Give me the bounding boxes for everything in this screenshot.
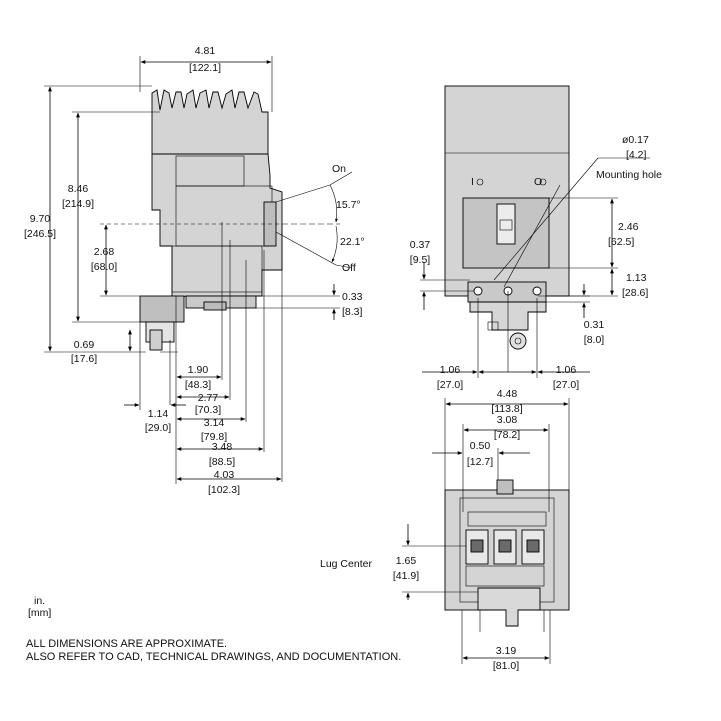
hole-vertical-mm: [8.0] (584, 334, 605, 346)
mounting-hole-right (532, 286, 542, 296)
base-step-mm: [8.3] (342, 306, 363, 318)
depth-4-mm: [88.5] (209, 456, 235, 468)
handle-to-hole-mm: [62.5] (608, 236, 634, 248)
depth-3-in: 3.14 (204, 417, 225, 429)
handle-off-line (275, 231, 337, 266)
base-width-mm: [81.0] (493, 660, 519, 672)
units-mm: [mm] (28, 607, 51, 619)
handle-to-hole-in: 2.46 (618, 221, 639, 233)
left-pitch-mm: [27.0] (437, 379, 463, 391)
overall-width-mm: [122.1] (189, 62, 221, 74)
lug-span-mm: [78.2] (494, 429, 520, 441)
top-offset-mm: [9.5] (410, 254, 431, 266)
upper-height-mm: [214.9] (62, 198, 94, 210)
note-approximate: ALL DIMENSIONS ARE APPROXIMATE. (26, 638, 228, 650)
hole-diameter-in: ø0.17 (622, 134, 649, 146)
front-view: I O ø0 (410, 85, 662, 391)
upper-height-in: 8.46 (68, 183, 89, 195)
depth-left-in: 1.14 (148, 408, 169, 420)
lug-center-mm: [41.9] (393, 570, 419, 582)
depth-2-in: 2.77 (198, 392, 219, 404)
right-pitch-mm: [27.0] (553, 379, 579, 391)
on-angle: 15.7° (336, 199, 361, 211)
side-view-fins (151, 89, 269, 155)
off-label: Off (342, 262, 356, 274)
base-width-in: 3.19 (496, 645, 517, 657)
bottom-width-in: 4.48 (497, 388, 518, 400)
depth-5-mm: [102.3] (208, 484, 240, 496)
handle-on-line (275, 184, 331, 203)
right-pitch-in: 1.06 (556, 364, 577, 376)
base-step-in: 0.33 (342, 291, 363, 303)
overall-width-in: 4.81 (195, 45, 216, 57)
top-offset-in: 0.37 (410, 239, 431, 251)
left-pitch-in: 1.06 (440, 364, 461, 376)
lug-offset-mm: [12.7] (467, 456, 493, 468)
mounting-hole-label: Mounting hole (596, 169, 662, 181)
overall-height-in: 9.70 (30, 213, 51, 225)
depth-5-in: 4.03 (214, 469, 235, 481)
depth-1-mm: [48.3] (185, 379, 211, 391)
note-refer-cad: ALSO REFER TO CAD, TECHNICAL DRAWINGS, A… (26, 651, 402, 663)
depth-4-in: 3.48 (212, 441, 233, 453)
bottom-view: 4.48 [113.8] 3.08 [78.2] 0.50 [12.7] Lug… (320, 388, 570, 672)
hole-vertical-in: 0.31 (584, 319, 605, 331)
hole-to-base-mm: [28.6] (622, 287, 648, 299)
hole-diameter-mm: [4.2] (626, 149, 647, 161)
handle-height-mm: [68.0] (91, 261, 117, 273)
side-view-low-block (171, 245, 263, 293)
side-view-body (151, 153, 283, 303)
depth-3-mm: [79.8] (201, 431, 227, 443)
lug-center-in: 1.65 (396, 555, 417, 567)
lug-center-label: Lug Center (320, 558, 372, 570)
marking-on: I (471, 176, 474, 188)
handle-height-in: 2.68 (94, 246, 115, 258)
bottom-offset-mm: [17.6] (71, 353, 97, 365)
side-view: 4.81 [122.1] 9.70 [246.5] 8.46 [214.9] 2… (24, 45, 365, 496)
on-label: On (332, 163, 346, 175)
front-view-lug-screw (509, 332, 527, 350)
bottom-offset-in: 0.69 (74, 339, 95, 351)
mounting-hole-left (473, 286, 483, 296)
side-view-base (139, 295, 185, 323)
lug-offset-in: 0.50 (470, 440, 491, 452)
bottom-width-mm: [113.8] (491, 403, 522, 415)
depth-1-in: 1.90 (188, 364, 209, 376)
depth-left-mm: [29.0] (145, 422, 171, 434)
off-angle: 22.1° (340, 236, 365, 248)
overall-height-mm: [246.5] (24, 228, 56, 240)
hole-to-base-in: 1.13 (626, 272, 647, 284)
units-in: in. (34, 595, 45, 607)
front-view-handle (496, 203, 516, 245)
marking-off: O (534, 176, 542, 188)
lug-span-in: 3.08 (497, 414, 518, 426)
depth-2-mm: [70.3] (195, 404, 221, 416)
